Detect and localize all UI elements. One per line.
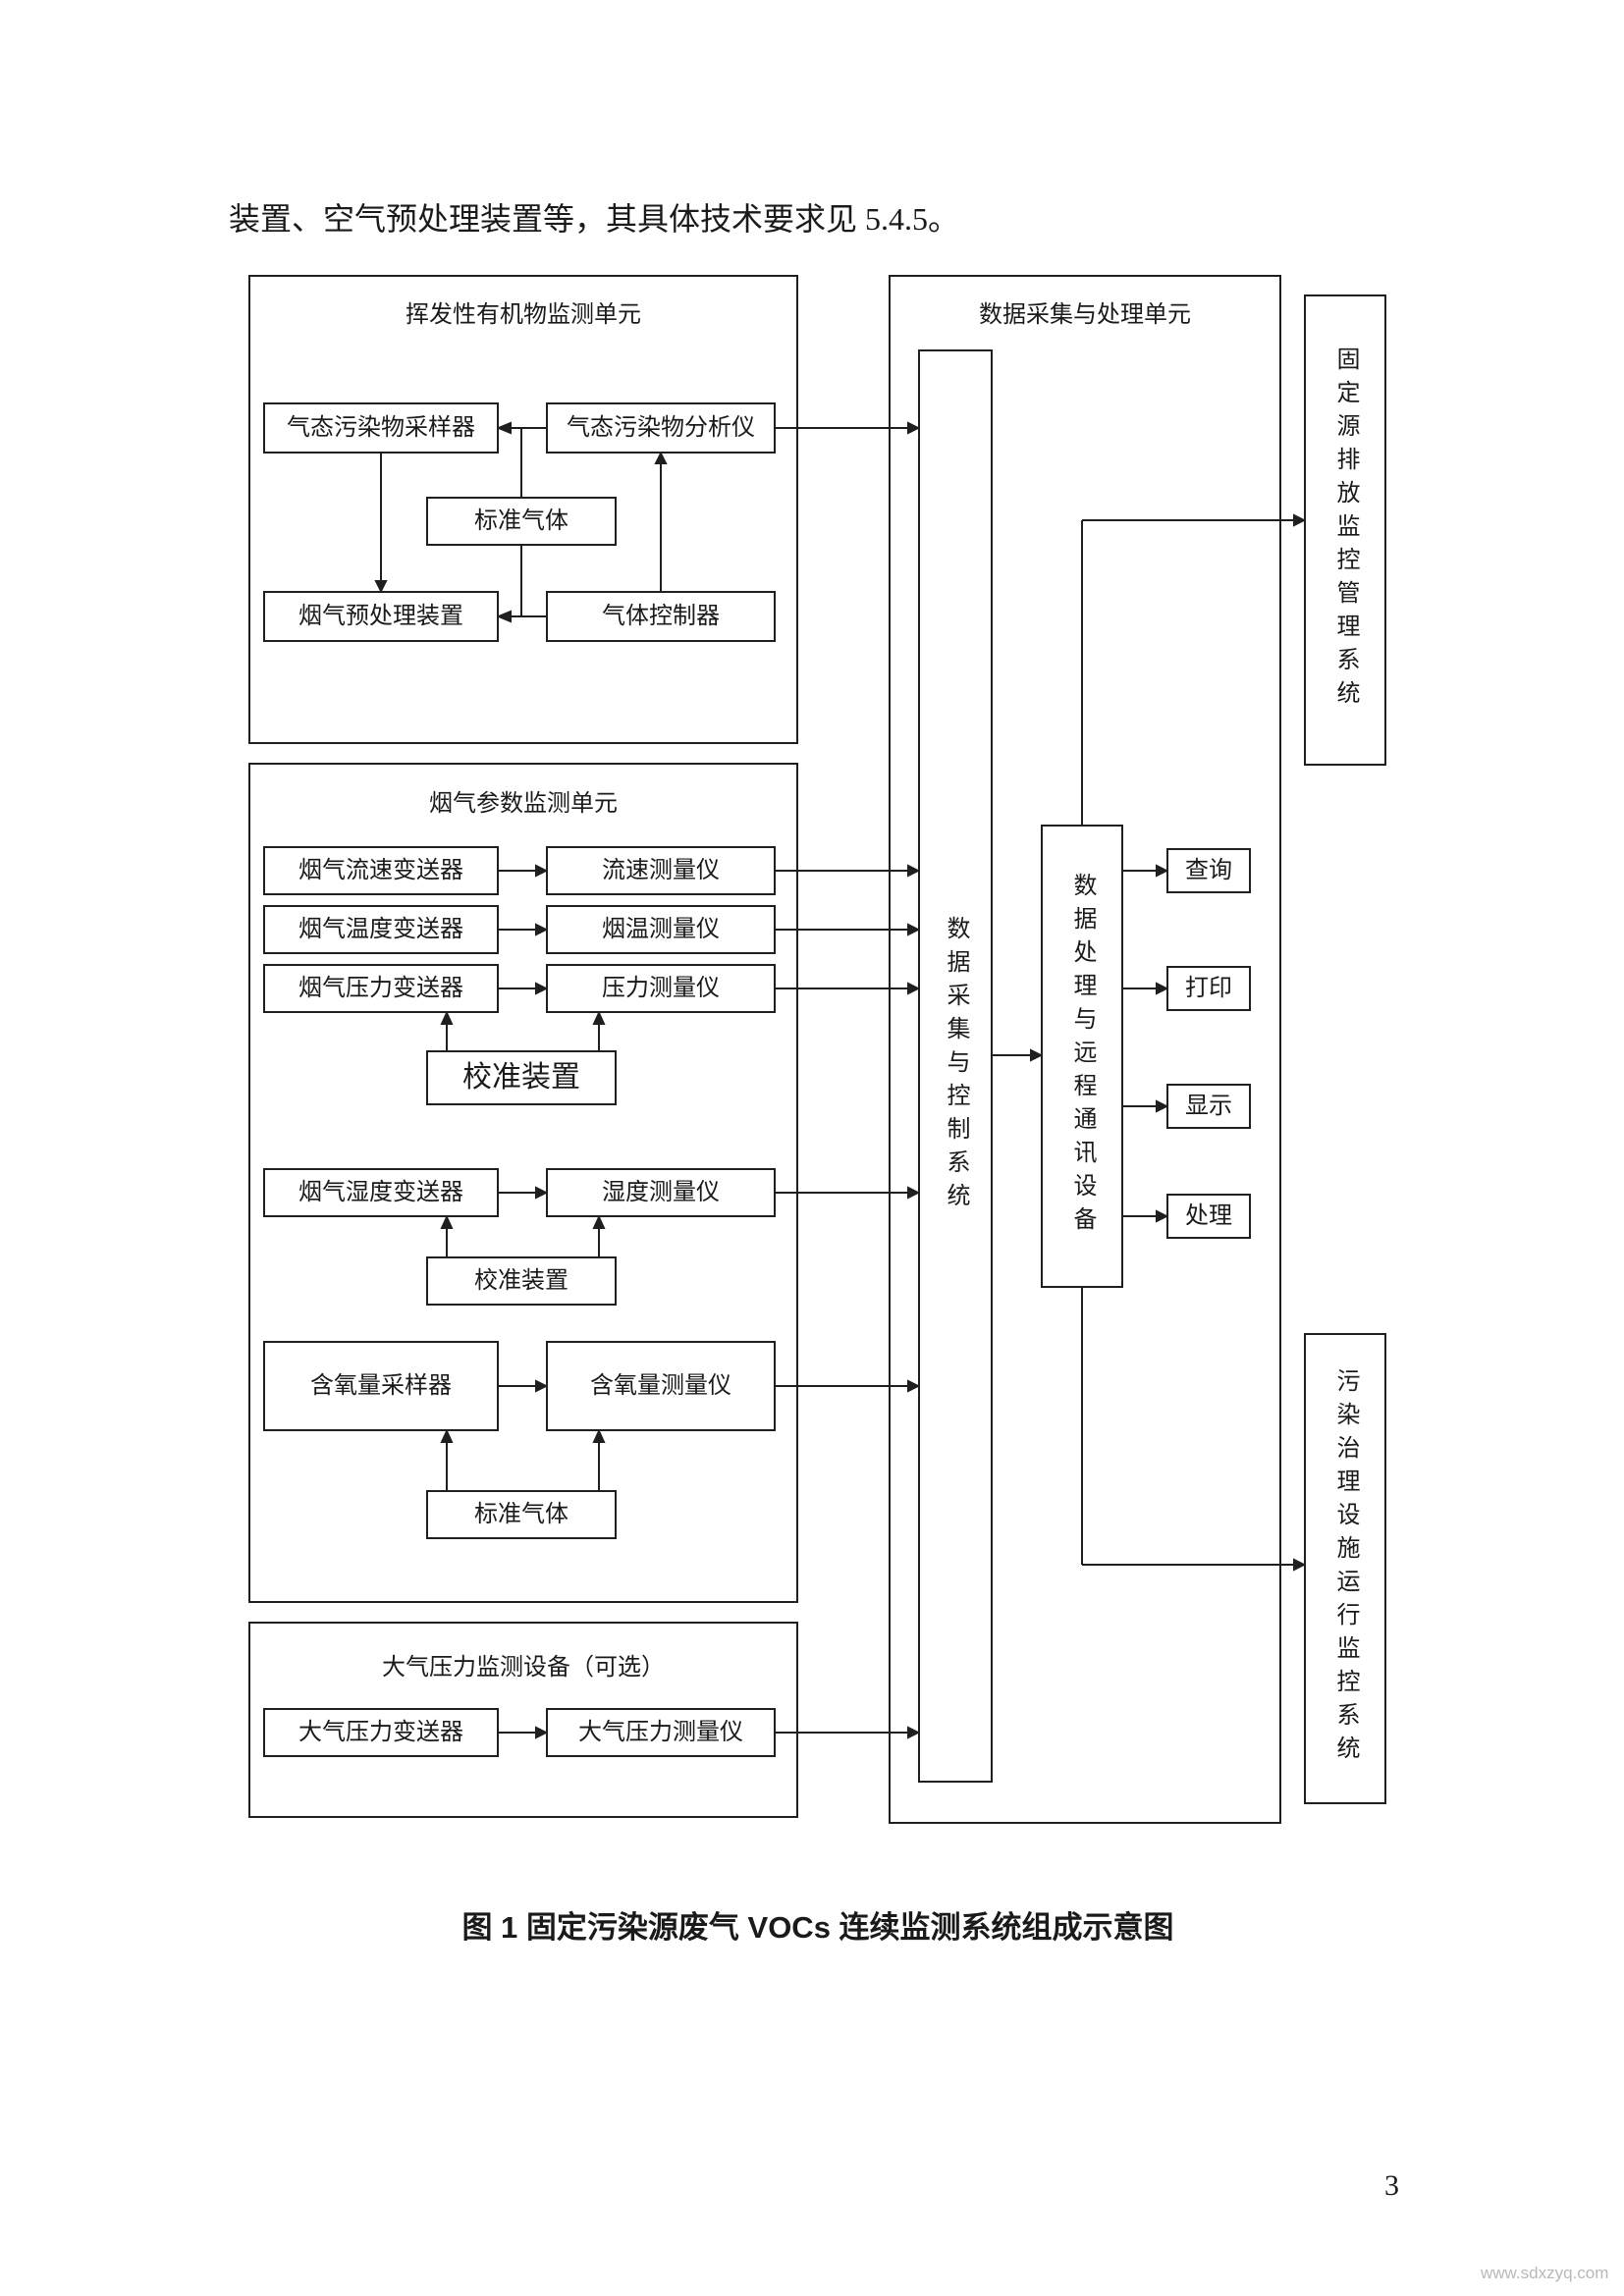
box-humidity-meter: 湿度测量仪 [546,1168,776,1217]
voc-unit-title: 挥发性有机物监测单元 [406,302,641,328]
box-output-display: 显示 [1166,1084,1251,1129]
box-output-print: 打印 [1166,966,1251,1011]
box-flue-gas-pretreatment: 烟气预处理装置 [263,591,499,642]
flue-unit-frame [248,763,798,1603]
box-pollution-control-facility-monitoring-system: 污染治理设施运行监控系统 [1304,1333,1386,1804]
box-flow-meter: 流速测量仪 [546,846,776,895]
box-gaseous-pollutant-analyzer: 气态污染物分析仪 [546,402,776,454]
box-data-acquisition-control-system: 数据采集与控制系统 [918,349,993,1783]
box-calibration-device-1: 校准装置 [426,1050,617,1105]
box-calibration-device-2: 校准装置 [426,1256,617,1306]
box-oxygen-meter: 含氧量测量仪 [546,1341,776,1431]
box-temperature-transmitter: 烟气温度变送器 [263,905,499,954]
box-emission-monitoring-management-system: 固定源排放监控管理系统 [1304,294,1386,766]
voc-unit-frame [248,275,798,744]
box-pressure-transmitter: 烟气压力变送器 [263,964,499,1013]
page-number: 3 [1384,2169,1399,2202]
box-output-query: 查询 [1166,848,1251,893]
intro-text: 装置、空气预处理装置等，其具体技术要求见 5.4.5。 [229,201,960,237]
box-gaseous-pollutant-sampler: 气态污染物采样器 [263,402,499,454]
daq-unit-frame [889,275,1281,1824]
atm-unit-title: 大气压力监测设备（可选） [382,1655,665,1681]
box-data-processing-comm-device: 数据处理与远程通讯设备 [1041,825,1123,1288]
box-humidity-transmitter: 烟气湿度变送器 [263,1168,499,1217]
box-atm-pressure-transmitter: 大气压力变送器 [263,1708,499,1757]
watermark-text: www.sdxzyq.com [1481,2264,1609,2282]
atm-unit-frame [248,1622,798,1818]
box-gas-controller: 气体控制器 [546,591,776,642]
box-oxygen-sampler: 含氧量采样器 [263,1341,499,1431]
box-temperature-meter: 烟温测量仪 [546,905,776,954]
flue-unit-title: 烟气参数监测单元 [429,791,618,817]
figure-caption: 图 1 固定污染源废气 VOCs 连续监测系统组成示意图 [461,1910,1174,1945]
box-atm-pressure-meter: 大气压力测量仪 [546,1708,776,1757]
box-pressure-meter: 压力测量仪 [546,964,776,1013]
box-standard-gas-voc: 标准气体 [426,497,617,546]
box-standard-gas-oxygen: 标准气体 [426,1490,617,1539]
box-flow-transmitter: 烟气流速变送器 [263,846,499,895]
daq-unit-title: 数据采集与处理单元 [979,302,1191,328]
box-output-process: 处理 [1166,1194,1251,1239]
